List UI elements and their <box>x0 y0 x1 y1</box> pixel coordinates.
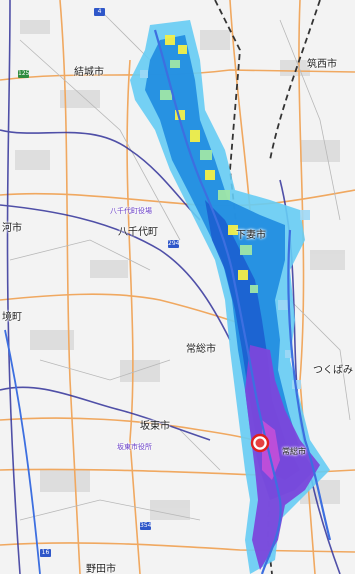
label-joso-east: 常総市 <box>282 447 306 456</box>
label-joso: 常総市 <box>186 344 216 355</box>
route-shield: 294 <box>168 240 180 248</box>
label-noda: 野田市 <box>86 564 116 574</box>
location-marker <box>250 433 270 453</box>
city-boundaries <box>0 0 341 574</box>
route-shield: 16 <box>40 549 51 557</box>
label-shimotsuma: 下妻市 <box>236 230 266 241</box>
label-yuki: 結城市 <box>74 67 104 78</box>
minor-roads <box>9 9 351 521</box>
flood-zone-shallow <box>160 35 258 293</box>
label-chikusei: 筑西市 <box>307 59 337 70</box>
terrain-pattern <box>15 20 345 520</box>
route-shield: 354 <box>140 522 152 530</box>
route-shield: 125 <box>18 70 30 78</box>
rivers <box>4 29 332 574</box>
flood-zone-magenta <box>262 420 280 480</box>
flood-zone-dark-blue <box>205 200 300 480</box>
route-shield: 4 <box>94 8 105 16</box>
label-yachiyo: 八千代町 <box>118 227 158 238</box>
label-koga: 河市 <box>2 223 22 234</box>
label-bando-city-office: 坂東市役所 <box>117 443 152 451</box>
label-sakai: 境町 <box>2 312 22 323</box>
label-yachiyo-town-office: 八千代町役場 <box>110 207 152 215</box>
flood-zone-purple <box>245 345 320 570</box>
label-tsukuba: つくばみ <box>313 365 353 376</box>
label-bando: 坂東市 <box>140 421 170 432</box>
